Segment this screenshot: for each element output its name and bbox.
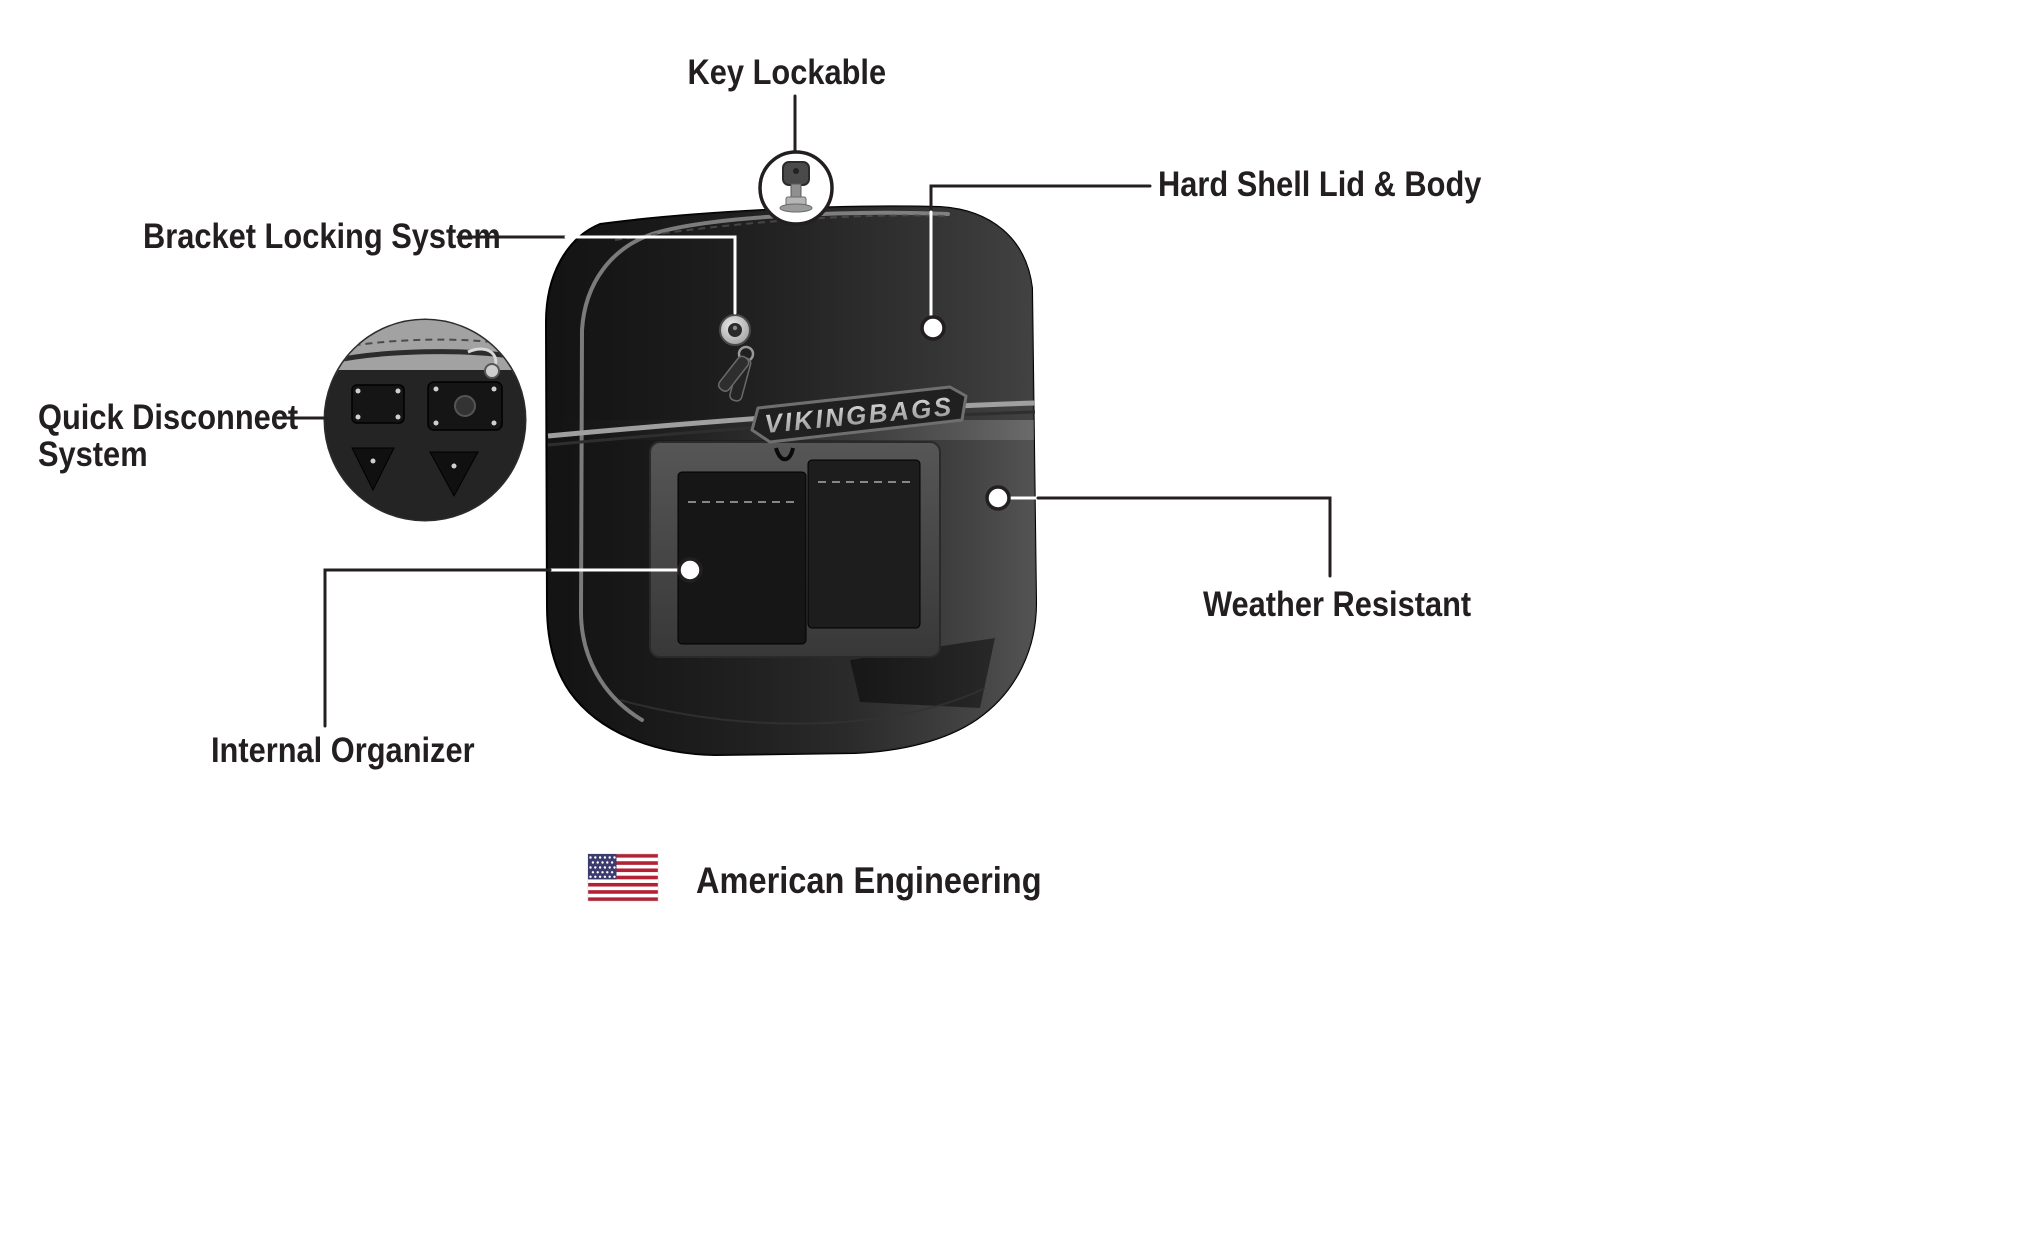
key-lockable-badge (758, 150, 834, 226)
callout-label-bracket-locking: Bracket Locking System (143, 217, 501, 256)
saddlebag-illustration: VIKINGBAGS (544, 205, 1038, 757)
callout-label-weather-resistant: Weather Resistant (1203, 585, 1472, 624)
callout-label-quick-disconnect: Quick Disconnect System (38, 398, 299, 474)
callout-dot-weather-resistant (985, 485, 1011, 511)
callout-label-key-lockable: Key Lockable (687, 53, 887, 92)
callout-dot-internal-organizer (677, 557, 703, 583)
quick-disconnect-photo (323, 318, 527, 522)
callout-dot-hard-shell (920, 315, 946, 341)
callout-dots (677, 315, 1011, 583)
callout-label-internal-organizer: Internal Organizer (211, 731, 475, 770)
callout-lines (276, 94, 1332, 728)
organizer-pocket-left (677, 471, 807, 645)
keys-icon (717, 355, 752, 402)
callout-label-hard-shell: Hard Shell Lid & Body (1158, 165, 1482, 204)
key-icon (779, 161, 813, 213)
lock-cylinder-icon (717, 314, 755, 402)
organizer-pocket-right (807, 459, 921, 629)
us-flag-icon (587, 853, 659, 902)
footer-tagline: American Engineering (696, 860, 1042, 901)
internal-organizer-panel (649, 441, 941, 658)
